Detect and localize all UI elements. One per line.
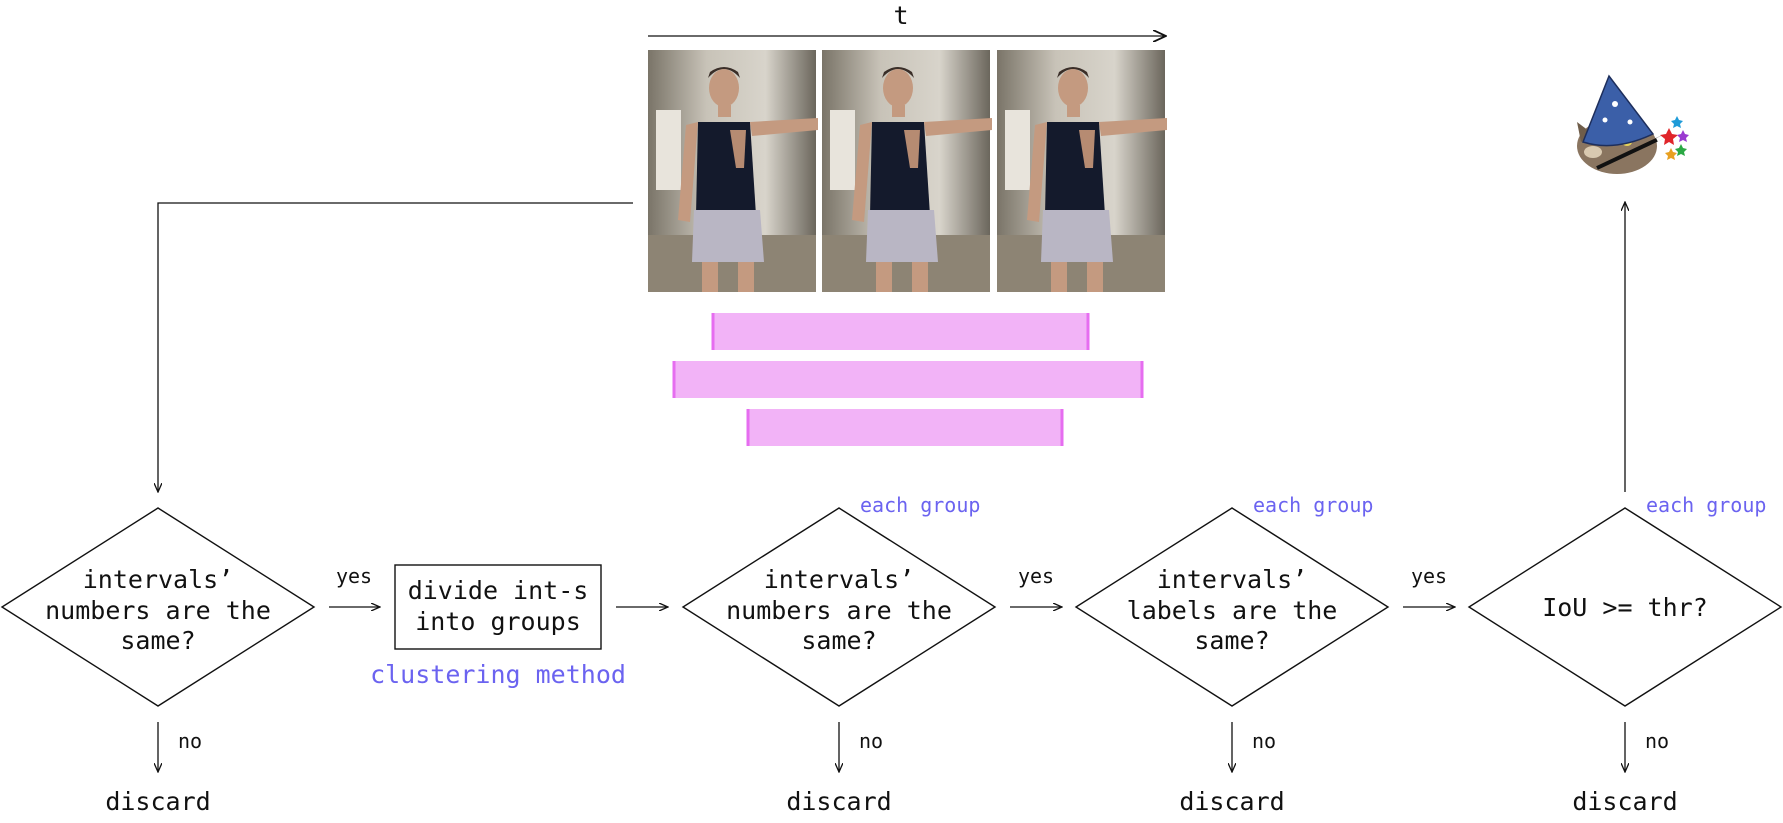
- interval-bar: [712, 313, 1089, 350]
- interval-bar: [747, 409, 1063, 446]
- yes-label: yes: [336, 564, 372, 588]
- svg-text:numbers are the: numbers are the: [726, 596, 952, 625]
- interval-bars: [672, 313, 1144, 446]
- no-branch-1: no discard: [105, 722, 211, 816]
- decision-numbers-same: intervals’ numbers are the same?: [0, 507, 316, 707]
- no-label: no: [1645, 729, 1669, 753]
- svg-text:labels are the: labels are the: [1127, 596, 1338, 625]
- discard-outcome: discard: [786, 787, 891, 816]
- discard-outcome: discard: [1179, 787, 1284, 816]
- decision-iou-threshold: IoU >= thr?: [1467, 507, 1783, 707]
- no-branch-2: no discard: [786, 722, 892, 816]
- svg-text:into groups: into groups: [415, 607, 581, 636]
- svg-text:intervals’: intervals’: [1157, 565, 1308, 594]
- clustering-method-caption: clustering method: [370, 660, 626, 689]
- input-connector: [158, 202, 633, 492]
- video-frame: [997, 50, 1167, 292]
- svg-text:intervals’: intervals’: [83, 565, 234, 594]
- decision-group-numbers-same: intervals’ numbers are the same?: [681, 507, 997, 707]
- video-frame: [648, 50, 818, 292]
- svg-text:numbers are the: numbers are the: [45, 596, 271, 625]
- timeline: t: [648, 1, 1166, 36]
- wizard-cat-icon: [1577, 74, 1689, 174]
- no-label: no: [1252, 729, 1276, 753]
- yes-label: yes: [1018, 564, 1054, 588]
- each-group-tag: each group: [860, 493, 980, 517]
- video-frames: [648, 50, 1167, 292]
- decision-group-labels-same: intervals’ labels are the same?: [1074, 507, 1390, 707]
- svg-text:IoU >= thr?: IoU >= thr?: [1542, 593, 1708, 622]
- no-branch-4: no discard: [1572, 722, 1678, 816]
- video-frame: [822, 50, 992, 292]
- no-branch-3: no discard: [1179, 722, 1285, 816]
- svg-text:same?: same?: [120, 626, 195, 655]
- svg-text:intervals’: intervals’: [764, 565, 915, 594]
- no-label: no: [859, 729, 883, 753]
- each-group-tag: each group: [1253, 493, 1373, 517]
- timeline-label: t: [893, 1, 908, 30]
- svg-text:divide int-s: divide int-s: [408, 576, 589, 605]
- discard-outcome: discard: [105, 787, 210, 816]
- yes-label: yes: [1411, 564, 1447, 588]
- each-group-tag: each group: [1646, 493, 1766, 517]
- svg-text:same?: same?: [801, 626, 876, 655]
- svg-text:same?: same?: [1194, 626, 1269, 655]
- no-label: no: [178, 729, 202, 753]
- interval-bar: [673, 361, 1143, 398]
- discard-outcome: discard: [1572, 787, 1677, 816]
- process-divide-groups: divide int-s into groups: [394, 564, 602, 650]
